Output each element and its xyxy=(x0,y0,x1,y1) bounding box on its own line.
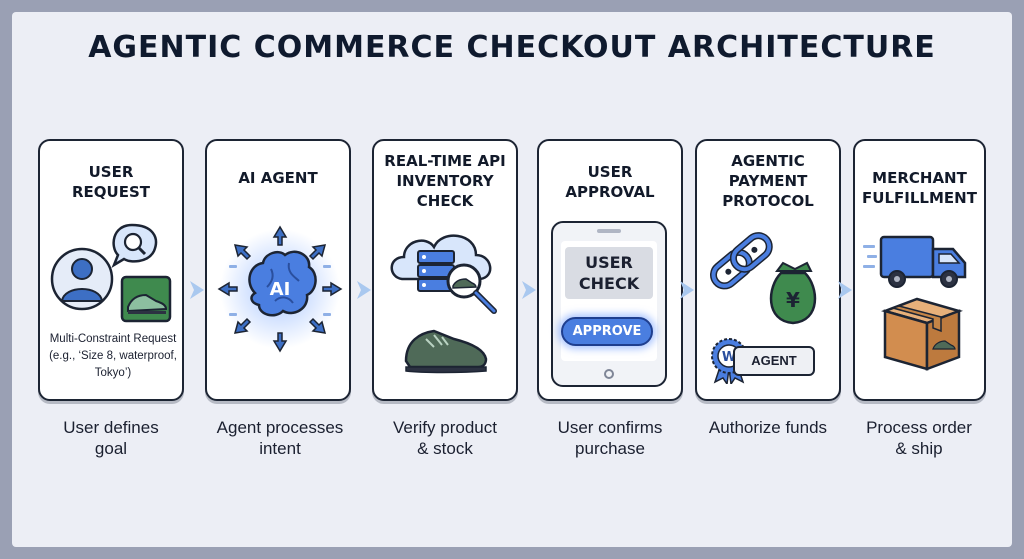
step-card-ai-agent: AI AGENT AI xyxy=(205,139,351,401)
step-caption: User confirms purchase xyxy=(557,418,663,458)
user-request-illustration xyxy=(50,223,172,323)
step-card-merchant-fulfillment: MERCHANT FULFILLMENT xyxy=(853,139,986,401)
seal-letter: W xyxy=(722,350,736,365)
payment-illustration: ¥ xyxy=(710,232,817,325)
phone-speaker xyxy=(597,229,621,233)
request-note: Multi-Constraint Request (e.g., ‘Size 8,… xyxy=(49,333,177,379)
phone-icon: USER CHECK xyxy=(551,221,667,387)
step-card-user-approval: USER APPROVAL USER CHECK APPROVE xyxy=(537,139,683,401)
flow-arrow-icon xyxy=(190,281,204,299)
flow-arrow-icon xyxy=(680,281,694,299)
diagram-title: AGENTIC COMMERCE CHECKOUT ARCHITECTURE xyxy=(88,30,936,65)
step-title: AGENTIC PAYMENT PROTOCOL xyxy=(722,152,814,210)
step-title: USER REQUEST xyxy=(71,163,150,201)
search-bubble-icon xyxy=(111,223,158,268)
step-caption: Process order & ship xyxy=(866,418,972,458)
delivery-truck-icon xyxy=(863,235,967,288)
home-button-icon xyxy=(604,369,614,379)
user-avatar-icon xyxy=(50,247,114,311)
step-caption: Authorize funds xyxy=(708,418,828,437)
step-title: AI AGENT xyxy=(238,169,318,187)
approve-button[interactable]: APPROVE xyxy=(561,317,653,346)
step-card-user-request: USER REQUEST Multi-Constraint Request (e… xyxy=(38,139,184,401)
package-box-icon xyxy=(881,297,963,371)
step-card-inventory-check: REAL-TIME API INVENTORY CHECK xyxy=(372,139,518,401)
flow-arrow-icon xyxy=(522,281,536,299)
fulfillment-illustration xyxy=(863,235,967,371)
money-bag-icon: ¥ xyxy=(769,261,817,325)
step-caption: User defines goal xyxy=(63,418,159,458)
flow-arrow-icon xyxy=(357,281,371,299)
magnifier-icon xyxy=(446,263,497,314)
ai-brain-label: AI xyxy=(270,279,291,300)
step-title: MERCHANT FULFILLMENT xyxy=(862,169,977,207)
flow-arrow-icon xyxy=(838,281,852,299)
yen-symbol: ¥ xyxy=(786,288,800,312)
shoe-icon xyxy=(120,275,172,323)
ai-brain-icon: AI xyxy=(217,225,343,353)
user-check-panel: USER CHECK xyxy=(565,247,653,299)
agent-badge: AGENT xyxy=(733,346,815,376)
step-title: USER APPROVAL xyxy=(565,163,655,201)
chain-link-icon xyxy=(710,232,773,290)
step-title: REAL-TIME API INVENTORY CHECK xyxy=(384,152,506,210)
shoe-icon xyxy=(404,329,488,374)
inventory-illustration xyxy=(390,234,497,374)
user-check-label: USER CHECK xyxy=(578,253,640,293)
step-caption: Agent processes intent xyxy=(216,418,344,458)
step-card-payment-protocol: AGENTIC PAYMENT PROTOCOL ¥ W AGENT xyxy=(695,139,841,401)
step-caption: Verify product & stock xyxy=(393,418,497,458)
